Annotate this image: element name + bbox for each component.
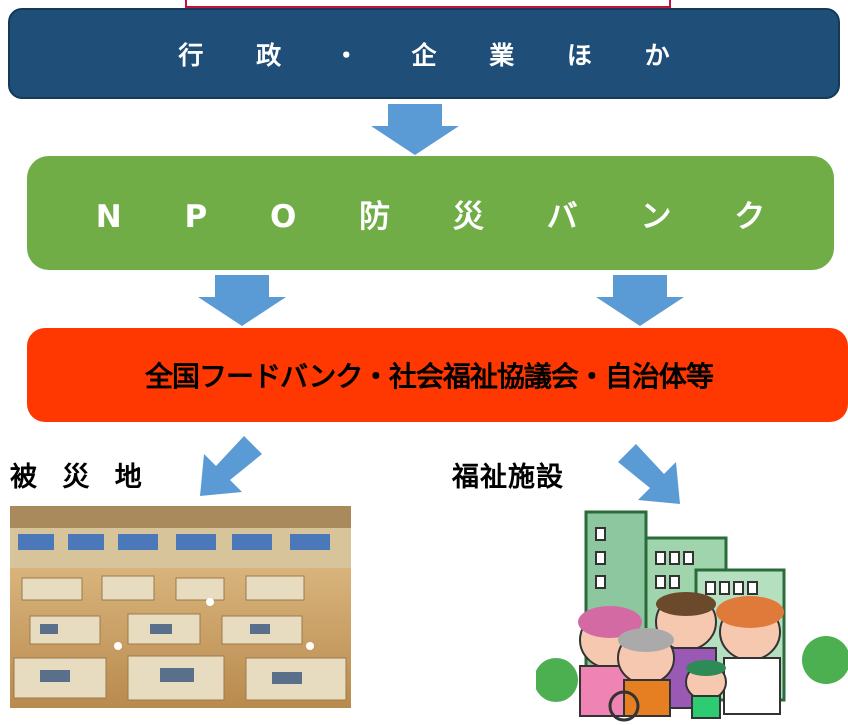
disaster-area-label: 被 災 地 bbox=[10, 462, 150, 493]
government-enterprise-label: 行 政 ・ 企 業 ほ か bbox=[178, 40, 692, 70]
down-right-arrow-icon bbox=[618, 444, 680, 504]
npo-bousai-bank-box: N P O 防 災 バ ン ク bbox=[27, 156, 834, 270]
down-arrow-icon bbox=[596, 275, 684, 326]
government-enterprise-box: 行 政 ・ 企 業 ほ か bbox=[8, 8, 840, 99]
down-arrow-icon bbox=[198, 275, 286, 326]
food-bank-council-box: 全国フードバンク・社会福祉協議会・自治体等 bbox=[27, 328, 848, 422]
food-bank-council-label: 全国フードバンク・社会福祉協議会・自治体等 bbox=[145, 360, 714, 393]
npo-bousai-bank-label: N P O 防 災 バ ン ク bbox=[95, 198, 792, 235]
welfare-facility-label: 福祉施設 bbox=[452, 462, 564, 493]
top-frame-edge bbox=[185, 0, 671, 8]
down-arrow-icon bbox=[371, 104, 459, 155]
welfare-facility-illustration bbox=[536, 510, 848, 722]
down-left-arrow-icon bbox=[200, 436, 262, 496]
evacuation-shelter-photo bbox=[10, 506, 351, 708]
